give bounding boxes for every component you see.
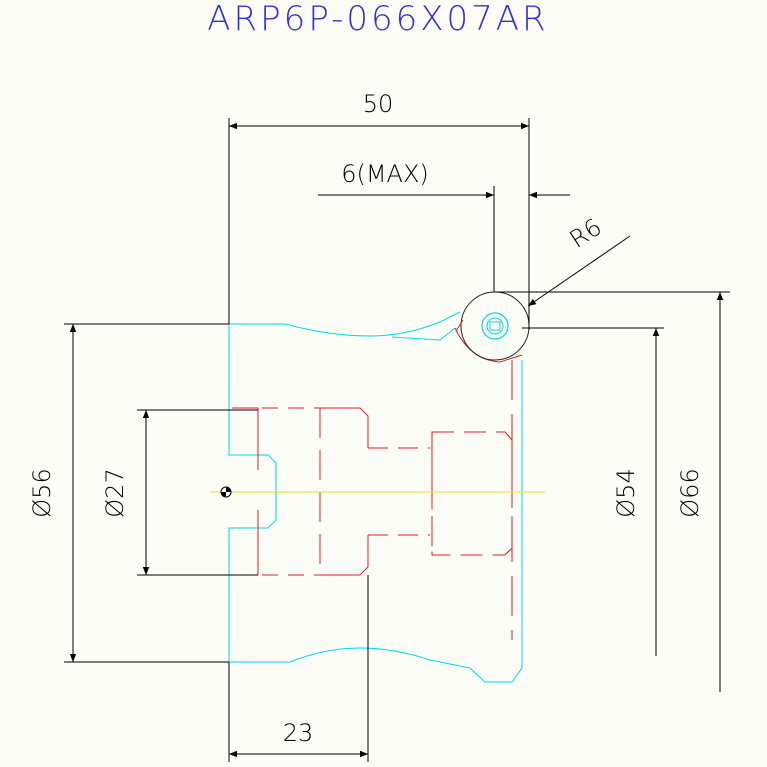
dim-r6: R6 — [565, 213, 607, 254]
body-outline — [228, 311, 523, 683]
dim-diameter-54: Ø54 — [612, 468, 640, 517]
drawing-title: ARP6P-066X07AR — [207, 0, 548, 39]
dim-23: 23 — [283, 719, 314, 747]
insert-circle — [455, 291, 530, 361]
dim-diameter-27: Ø27 — [101, 468, 129, 517]
center-point-icon — [220, 486, 232, 498]
dim-50: 50 — [363, 90, 394, 118]
dim-6-max: 6(MAX) — [341, 160, 429, 188]
dim-diameter-56: Ø56 — [28, 468, 56, 517]
dimension-lines — [64, 118, 730, 762]
dim-diameter-66: Ø66 — [676, 468, 704, 517]
